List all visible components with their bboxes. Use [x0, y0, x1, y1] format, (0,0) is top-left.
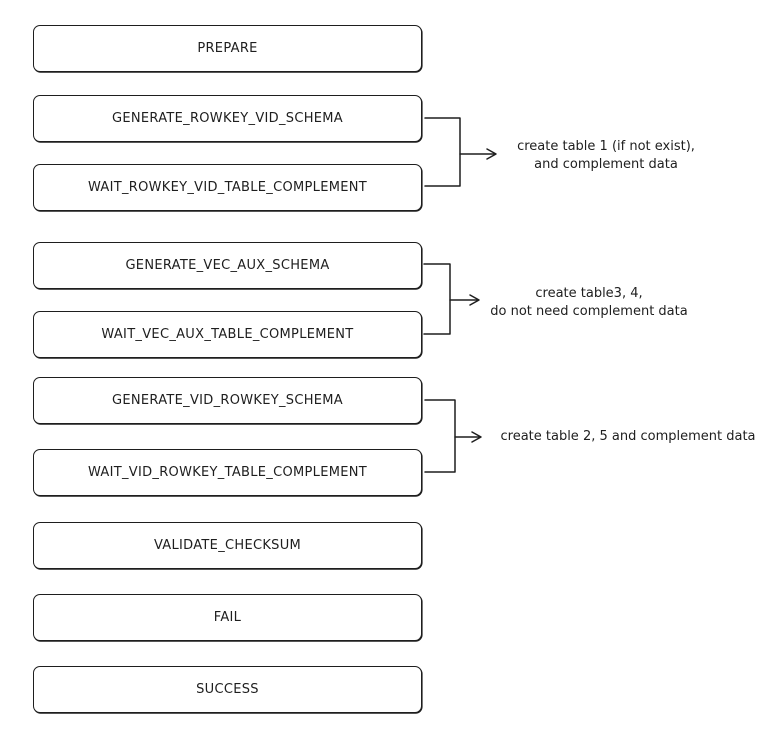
state-generate-vid-rowkey-schema: GENERATE_VID_ROWKEY_SCHEMA	[33, 377, 422, 424]
state-validate-checksum: VALIDATE_CHECKSUM	[33, 522, 422, 569]
state-wait-vid-rowkey-table-complement: WAIT_VID_ROWKEY_TABLE_COMPLEMENT	[33, 449, 422, 496]
state-label: FAIL	[213, 610, 242, 625]
state-generate-rowkey-vid-schema: GENERATE_ROWKEY_VID_SCHEMA	[33, 95, 422, 142]
state-label: VALIDATE_CHECKSUM	[153, 538, 302, 553]
note-line: do not need complement data	[490, 304, 688, 319]
state-label: PREPARE	[197, 41, 258, 56]
note-line: create table 1 (if not exist),	[517, 139, 695, 154]
state-label: GENERATE_VID_ROWKEY_SCHEMA	[111, 393, 344, 408]
note-vec-aux: create table3, 4, do not need complement…	[484, 285, 694, 321]
arrowhead-vid-rowkey	[471, 431, 482, 443]
state-wait-vec-aux-table-complement: WAIT_VEC_AUX_TABLE_COMPLEMENT	[33, 311, 422, 358]
state-label: GENERATE_VEC_AUX_SCHEMA	[125, 258, 330, 273]
state-fail: FAIL	[33, 594, 422, 641]
state-generate-vec-aux-schema: GENERATE_VEC_AUX_SCHEMA	[33, 242, 422, 289]
state-label: GENERATE_ROWKEY_VID_SCHEMA	[111, 111, 344, 126]
arrowhead-rowkey-vid	[486, 148, 497, 160]
arrowhead-vec-aux	[469, 294, 480, 306]
note-line: create table 2, 5 and complement data	[500, 429, 756, 444]
state-label: WAIT_VID_ROWKEY_TABLE_COMPLEMENT	[87, 465, 368, 480]
bracket-rowkey-vid	[424, 117, 461, 187]
note-rowkey-vid: create table 1 (if not exist), and compl…	[500, 138, 712, 174]
state-label: WAIT_VEC_AUX_TABLE_COMPLEMENT	[101, 327, 354, 342]
state-label: SUCCESS	[196, 682, 259, 697]
bracket-vec-aux	[423, 263, 451, 335]
state-label: WAIT_ROWKEY_VID_TABLE_COMPLEMENT	[87, 180, 368, 195]
state-prepare: PREPARE	[33, 25, 422, 72]
note-vid-rowkey: create table 2, 5 and complement data	[492, 428, 764, 446]
note-line: create table3, 4,	[535, 286, 643, 301]
state-success: SUCCESS	[33, 666, 422, 713]
bracket-vid-rowkey	[424, 399, 456, 473]
state-wait-rowkey-vid-table-complement: WAIT_ROWKEY_VID_TABLE_COMPLEMENT	[33, 164, 422, 211]
note-line: and complement data	[534, 157, 678, 172]
